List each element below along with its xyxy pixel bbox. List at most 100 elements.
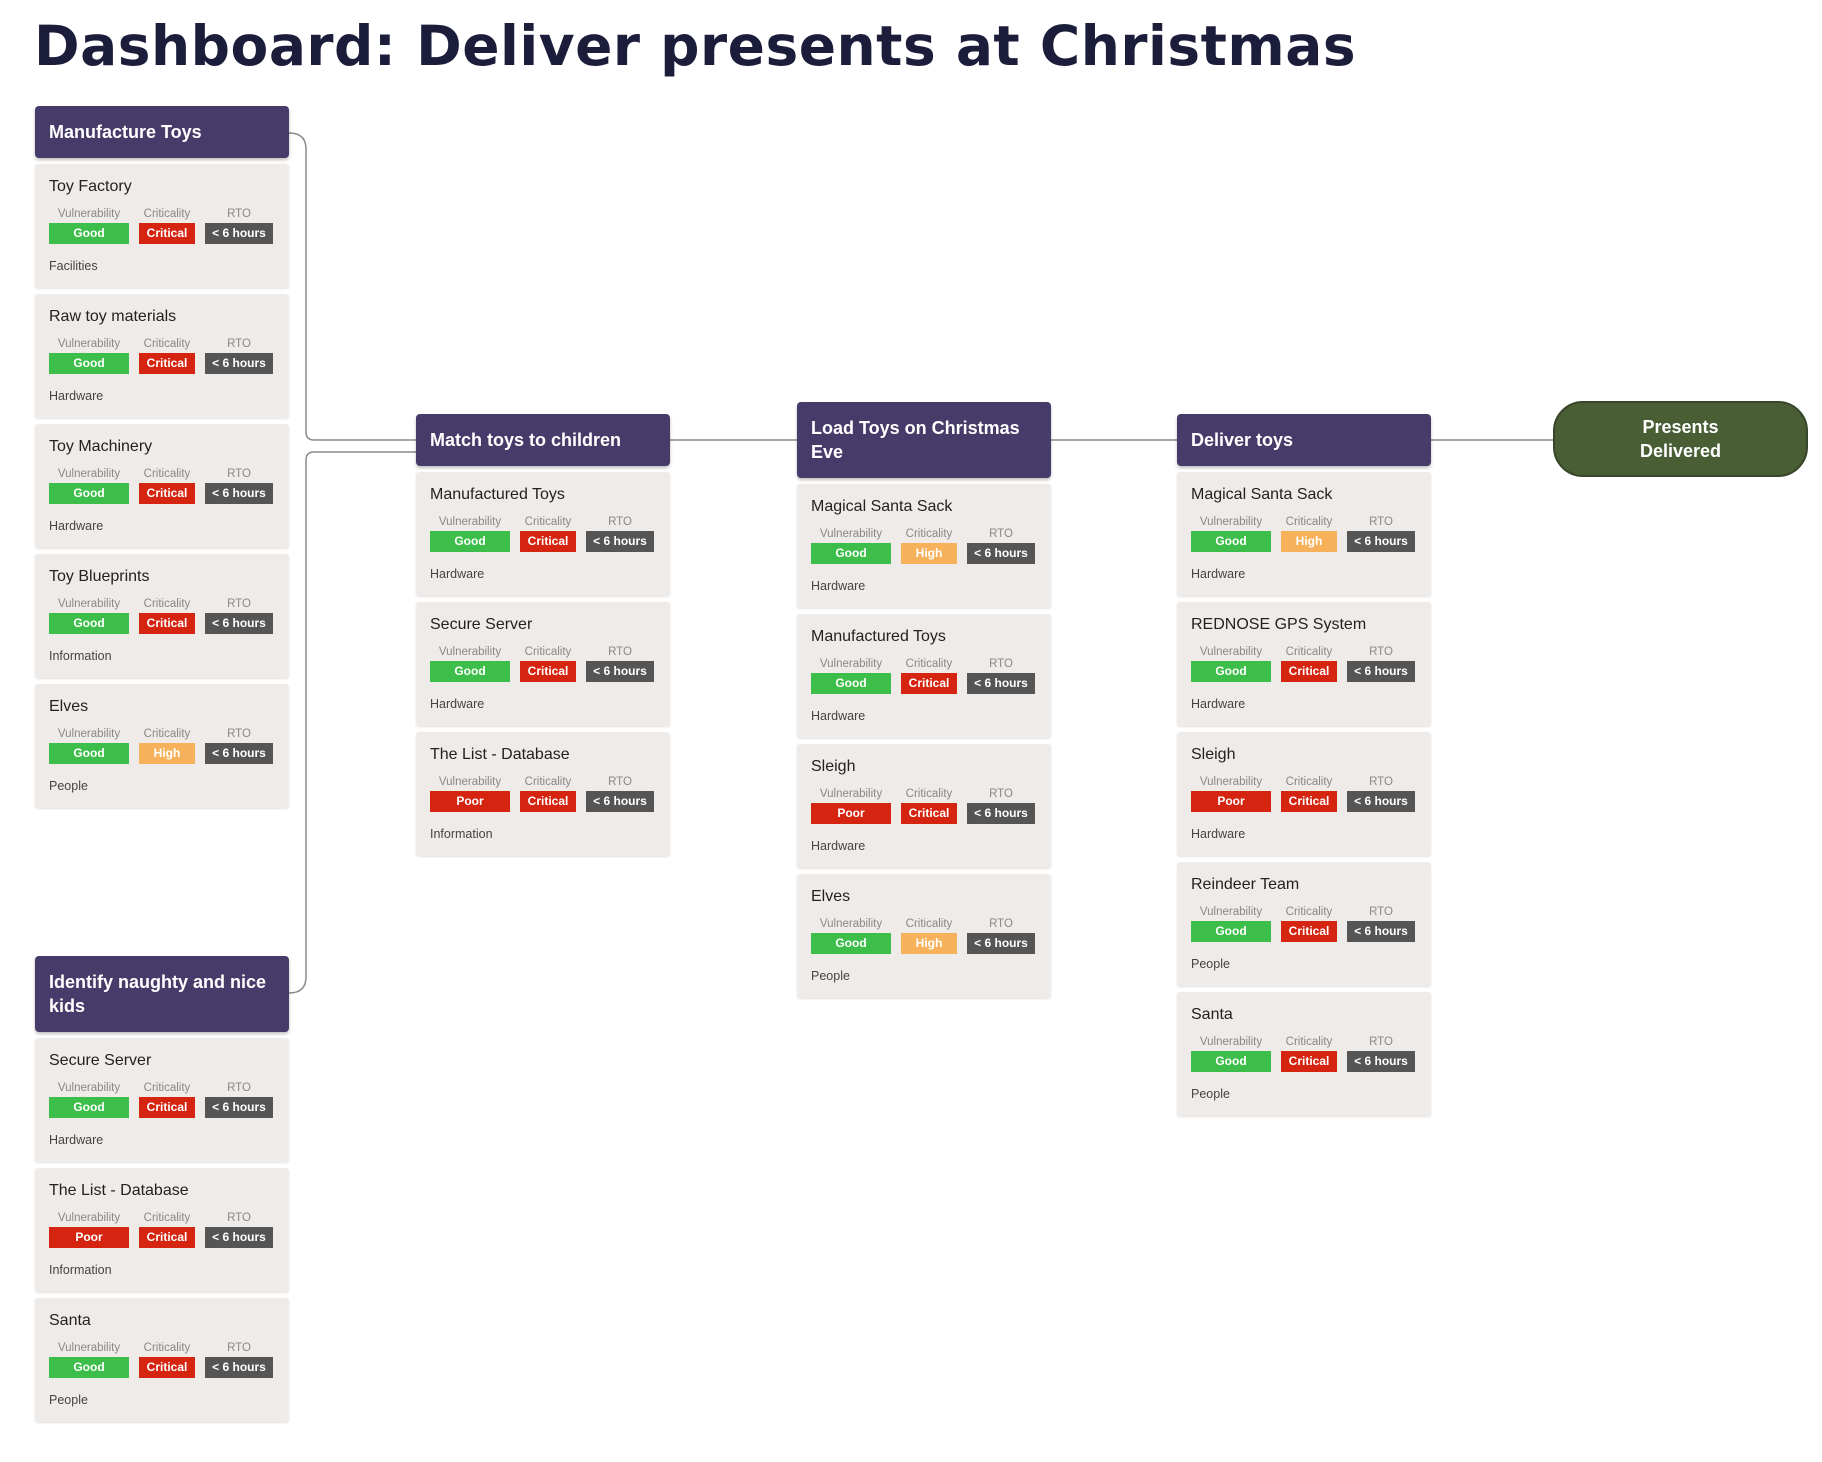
outcome-presents-delivered[interactable]: Presents Delivered — [1553, 401, 1808, 477]
rto-badge: < 6 hours — [205, 1227, 273, 1248]
rto-metric: RTO< 6 hours — [205, 1212, 273, 1248]
criticality-badge: Critical — [901, 673, 957, 694]
asset-name: Santa — [1191, 1006, 1233, 1023]
rto-label: RTO — [989, 788, 1013, 800]
criticality-badge: Critical — [1281, 791, 1337, 812]
vulnerability-badge: Good — [49, 223, 129, 244]
vulnerability-label: Vulnerability — [1199, 516, 1263, 528]
rto-badge: < 6 hours — [205, 743, 273, 764]
rto-metric: RTO< 6 hours — [1347, 516, 1415, 552]
connector-manufacture-to-match — [288, 132, 416, 441]
group-header[interactable]: Manufacture Toys — [35, 106, 289, 158]
criticality-badge: Critical — [901, 803, 957, 824]
criticality-label: Criticality — [524, 646, 572, 658]
asset-type: Information — [430, 827, 493, 841]
vulnerability-label: Vulnerability — [819, 528, 883, 540]
criticality-label: Criticality — [143, 468, 191, 480]
rto-label: RTO — [608, 516, 632, 528]
criticality-label: Criticality — [524, 516, 572, 528]
rto-metric: RTO< 6 hours — [205, 208, 273, 244]
criticality-label: Criticality — [143, 338, 191, 350]
rto-metric: RTO< 6 hours — [967, 528, 1035, 564]
rto-metric: RTO< 6 hours — [205, 468, 273, 504]
asset-type: Hardware — [811, 579, 866, 593]
asset-name: Raw toy materials — [49, 308, 177, 325]
asset-name: Toy Blueprints — [49, 568, 150, 585]
rto-badge: < 6 hours — [205, 1357, 273, 1378]
rto-metric: RTO< 6 hours — [1347, 1036, 1415, 1072]
group-header[interactable]: Load Toys on Christmas Eve — [797, 402, 1051, 478]
vulnerability-label: Vulnerability — [438, 646, 502, 658]
criticality-badge: Critical — [520, 791, 576, 812]
vulnerability-label: Vulnerability — [57, 728, 121, 740]
vulnerability-badge: Good — [49, 743, 129, 764]
vulnerability-badge: Good — [430, 531, 510, 552]
rto-badge: < 6 hours — [205, 1097, 273, 1118]
vulnerability-label: Vulnerability — [57, 468, 121, 480]
rto-metric: RTO< 6 hours — [967, 918, 1035, 954]
asset-type: Facilities — [49, 259, 98, 273]
asset-type: Hardware — [430, 697, 485, 711]
rto-label: RTO — [227, 598, 251, 610]
group-header[interactable]: Identify naughty and nice kids — [35, 956, 289, 1032]
criticality-badge: High — [901, 543, 957, 564]
vulnerability-label: Vulnerability — [57, 1342, 121, 1354]
vulnerability-label: Vulnerability — [57, 208, 121, 220]
vulnerability-label: Vulnerability — [819, 658, 883, 670]
asset-name: Reindeer Team — [1191, 876, 1300, 893]
vulnerability-badge: Good — [1191, 1051, 1271, 1072]
criticality-label: Criticality — [1285, 1036, 1333, 1048]
rto-label: RTO — [989, 658, 1013, 670]
rto-label: RTO — [227, 338, 251, 350]
rto-badge: < 6 hours — [586, 531, 654, 552]
asset-name: The List - Database — [430, 746, 570, 763]
vulnerability-label: Vulnerability — [57, 1212, 121, 1224]
asset-type: People — [1191, 1087, 1230, 1101]
vulnerability-badge: Good — [811, 673, 891, 694]
criticality-label: Criticality — [905, 528, 953, 540]
rto-label: RTO — [227, 1082, 251, 1094]
vulnerability-badge: Poor — [811, 803, 891, 824]
group-header[interactable]: Deliver toys — [1177, 414, 1431, 466]
asset-name: Magical Santa Sack — [811, 498, 953, 515]
group-header[interactable]: Match toys to children — [416, 414, 670, 466]
vulnerability-badge: Poor — [1191, 791, 1271, 812]
rto-label: RTO — [1369, 1036, 1393, 1048]
asset-type: Information — [49, 649, 112, 663]
asset-name: Toy Factory — [49, 178, 132, 195]
asset-type: Information — [49, 1263, 112, 1277]
rto-badge: < 6 hours — [205, 483, 273, 504]
